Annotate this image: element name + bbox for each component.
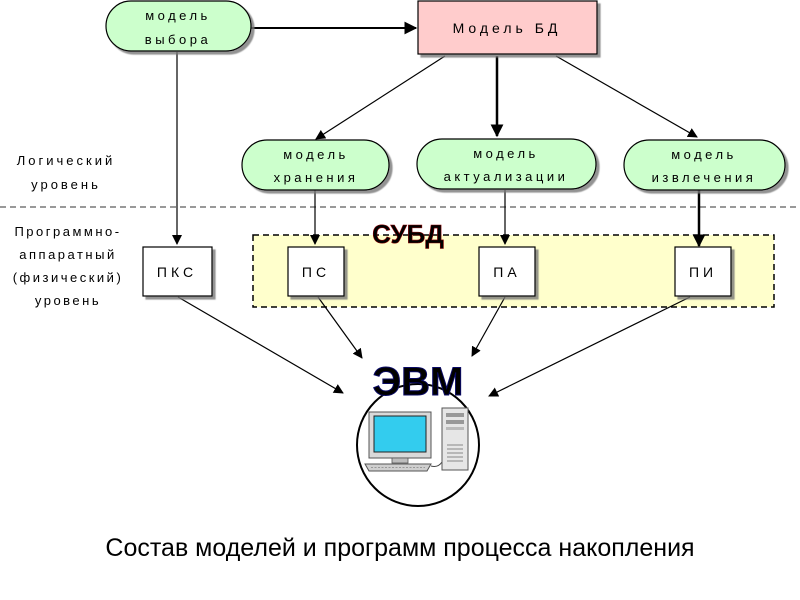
node-model-db-label: Модель БД [453,20,562,36]
physical-level-line3: (физический) [13,270,124,285]
logical-level-line2: уровень [31,177,101,192]
node-ps-label: ПС [302,264,330,280]
node-model-storage-line2: хранения [274,170,359,185]
computer-icon [364,407,469,472]
physical-level-line1: Программно- [14,224,121,239]
computer-label: ЭВМ [373,360,464,404]
physical-level-line4: уровень [35,293,101,308]
arrow-ps-to-computer [317,296,363,359]
node-computer: ЭВМ [356,360,480,507]
caption: Состав моделей и программ процесса накоп… [105,534,694,562]
arrow-db-to-storage [315,55,446,140]
node-model-update-line2: актуализации [444,169,569,184]
node-model-extract: модель извлечения [623,139,786,191]
node-pks-label: ПКС [157,264,197,280]
arrow-db-to-extract [555,55,698,138]
node-pa: ПА [478,246,536,297]
node-ps: ПС [287,246,345,297]
logical-level-line1: Логический [17,153,115,168]
arrow-pa-to-computer [471,296,506,357]
node-model-update-line1: модель [473,146,539,161]
node-model-choice-line2: выбора [145,32,211,47]
node-model-extract-line2: извлечения [652,170,757,185]
node-pa-label: ПА [493,264,520,280]
node-model-storage-line1: модель [283,147,349,162]
arrow-pks-to-computer [177,296,344,394]
connectors [172,21,706,397]
node-pi-label: ПИ [689,264,717,280]
physical-level-line2: аппаратный [19,247,116,262]
node-model-extract-line1: модель [671,147,737,162]
dbms-label: СУБД [372,219,444,249]
arrow-pi-to-computer [488,296,691,397]
node-model-choice-line1: модель [145,8,211,23]
logical-level-label: Логический уровень [17,153,115,192]
physical-level-label: Программно- аппаратный (физический) уров… [13,224,124,308]
node-model-update: модель актуализации [416,138,597,190]
node-pi: ПИ [674,246,732,297]
node-model-storage: модель хранения [241,139,390,191]
node-pks: ПКС [142,246,213,297]
node-model-db: Модель БД [417,0,598,55]
node-model-choice: модель выбора [105,0,252,52]
